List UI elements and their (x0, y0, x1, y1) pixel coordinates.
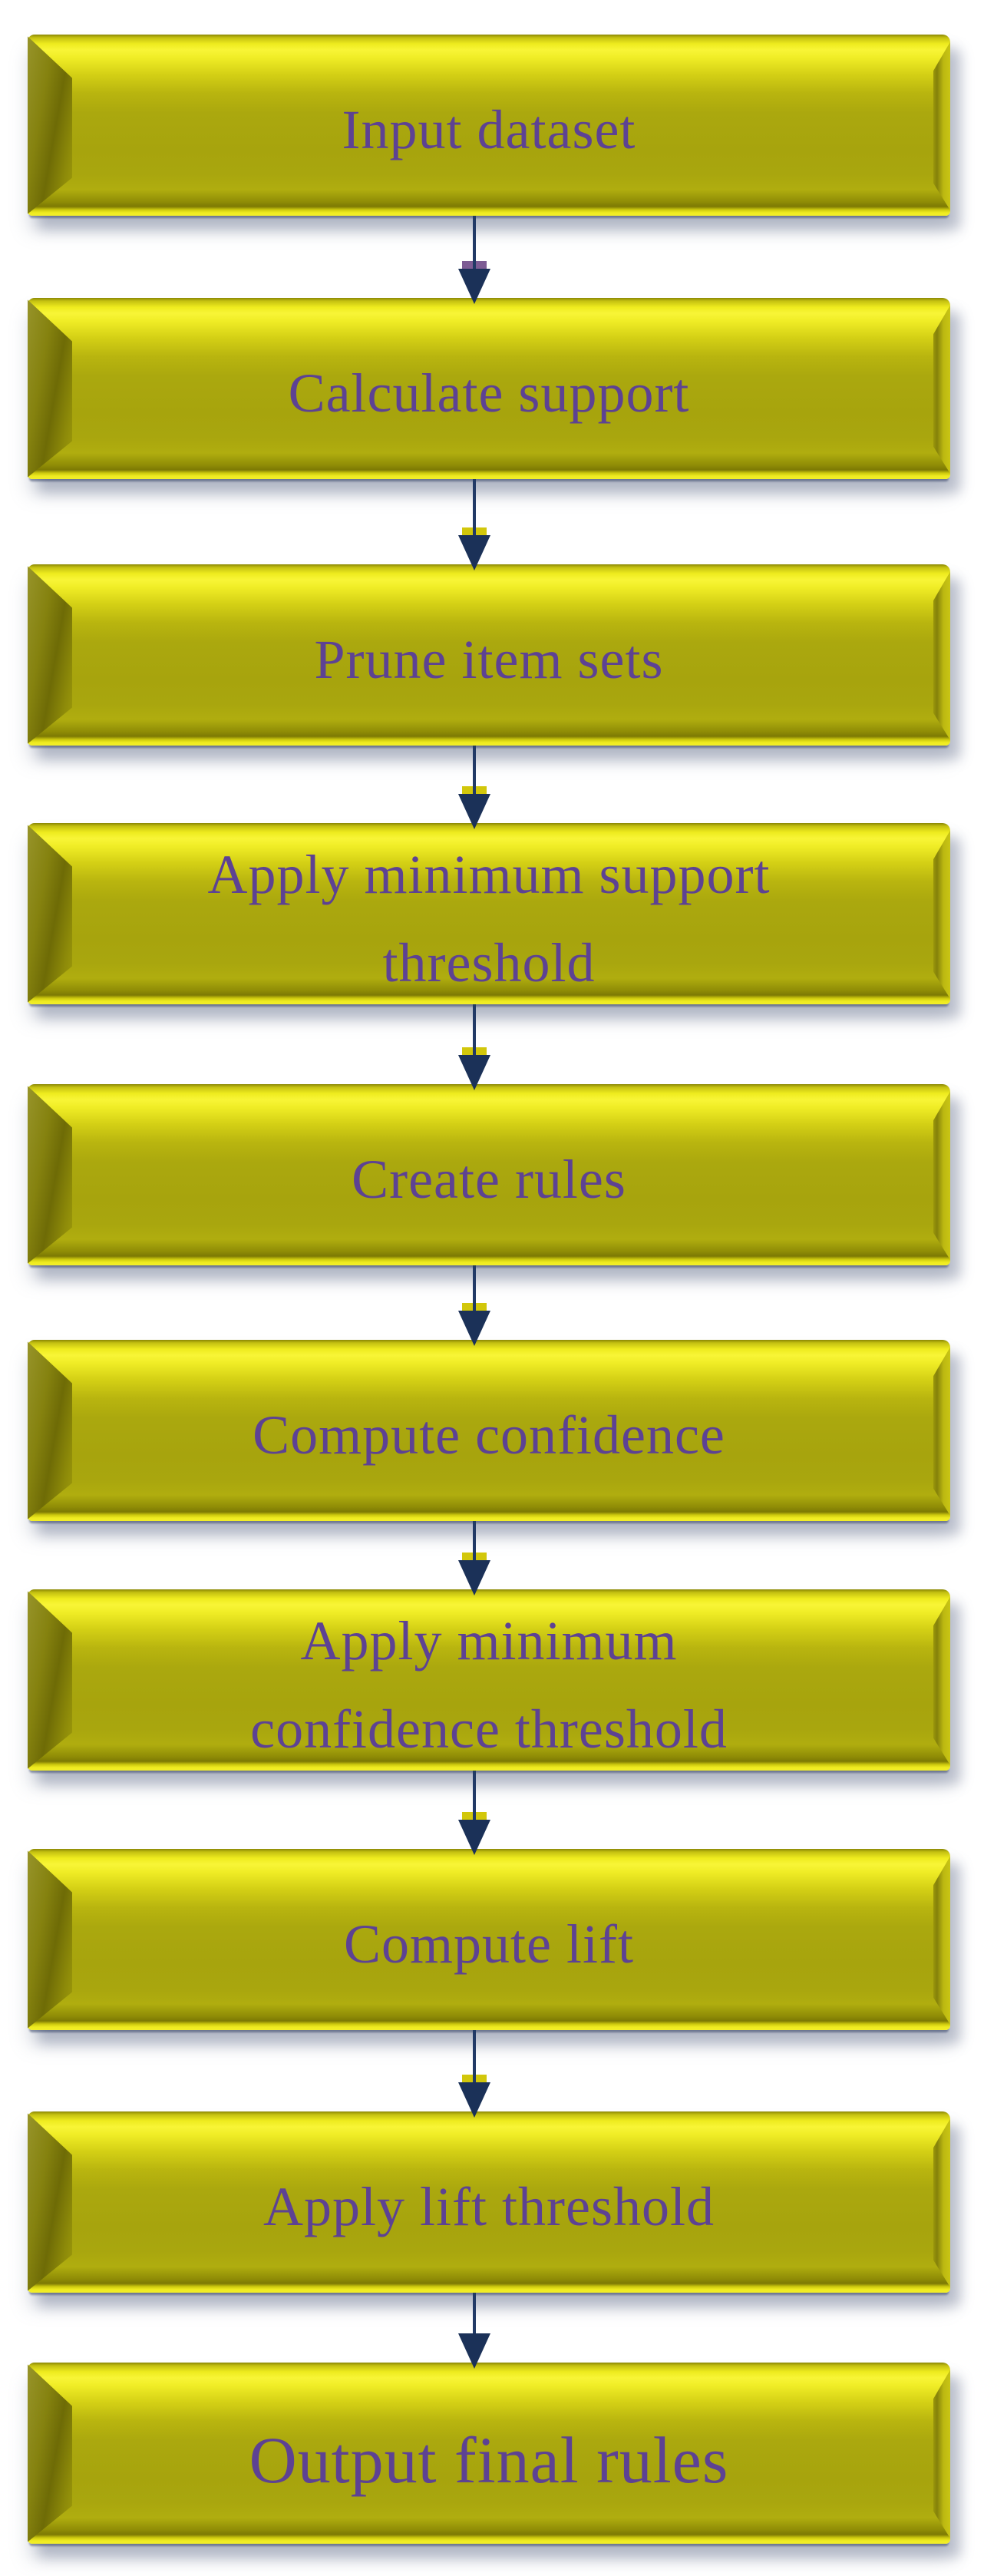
arrow-down-icon (458, 2333, 490, 2369)
flow-node-label: Apply minimum confidence threshold (250, 1609, 728, 1760)
arrow-line (473, 216, 476, 289)
arrow-line (473, 1004, 476, 1075)
flow-node-compute-confidence: Compute confidence (28, 1340, 950, 1521)
flow-node-label: Input dataset (342, 99, 636, 161)
flow-node-create-rules: Create rules (28, 1084, 950, 1265)
flow-connector-9 (457, 2293, 491, 2369)
flow-node-label: Compute confidence (253, 1404, 725, 1467)
flow-connector-3 (457, 746, 491, 829)
flow-connector-5 (457, 1265, 491, 1346)
flow-node-label: Prune item sets (314, 629, 664, 691)
arrow-down-icon (458, 1820, 490, 1855)
flow-node-compute-lift: Compute lift (28, 1849, 950, 2030)
flow-node-prune-item-sets: Prune item sets (28, 564, 950, 746)
flow-connector-1 (457, 216, 491, 304)
flow-connector-8 (457, 2030, 491, 2118)
flow-connector-7 (457, 1771, 491, 1855)
arrow-line (473, 746, 476, 814)
arrow-down-icon (458, 2082, 490, 2118)
flow-node-apply-lift-threshold: Apply lift threshold (28, 2111, 950, 2293)
arrow-down-icon (458, 1055, 490, 1090)
flow-node-label: Calculate support (288, 362, 690, 425)
arrow-line (473, 2293, 476, 2353)
flow-node-label: Create rules (352, 1149, 626, 1211)
flow-node-label: Output final rules (249, 2423, 729, 2498)
arrow-line (473, 1265, 476, 1331)
arrow-line (473, 479, 476, 555)
arrow-down-icon (458, 535, 490, 570)
flow-node-apply-min-support-threshold: Apply minimum support threshold (28, 823, 950, 1004)
flow-node-label: Apply lift threshold (263, 2176, 715, 2238)
flow-connector-2 (457, 479, 491, 570)
arrow-line (473, 2030, 476, 2102)
flow-node-label: Compute lift (344, 1913, 634, 1976)
flow-node-apply-min-confidence-threshold: Apply minimum confidence threshold (28, 1589, 950, 1771)
flow-node-label: Apply minimum support threshold (207, 843, 771, 994)
flow-node-input-dataset: Input dataset (28, 35, 950, 216)
arrow-down-icon (458, 269, 490, 304)
arrow-line (473, 1521, 476, 1580)
arrow-down-icon (458, 794, 490, 829)
arrow-down-icon (458, 1311, 490, 1346)
arrow-line (473, 1771, 476, 1840)
arrow-down-icon (458, 1560, 490, 1596)
flow-node-calculate-support: Calculate support (28, 298, 950, 479)
flow-connector-6 (457, 1521, 491, 1596)
flow-node-output-final-rules: Output final rules (28, 2363, 950, 2544)
flow-connector-4 (457, 1004, 491, 1090)
